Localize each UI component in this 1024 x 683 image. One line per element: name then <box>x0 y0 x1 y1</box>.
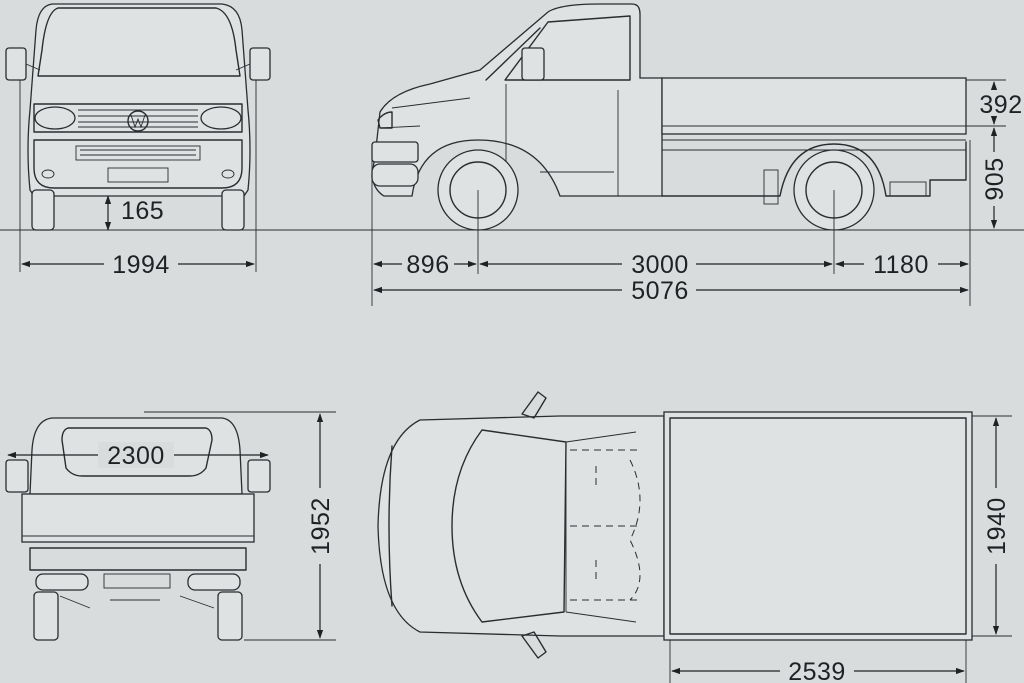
left-front-tire <box>31 189 55 231</box>
rear-window <box>61 427 213 477</box>
top-right-mirror <box>521 631 547 659</box>
label-front-overhang: 896 <box>406 251 449 279</box>
right-headlight <box>200 106 242 130</box>
left-mirror <box>5 47 27 81</box>
brand-logo <box>127 110 149 132</box>
left-headlight <box>34 106 76 130</box>
rear-bed-panel <box>21 493 255 543</box>
side-mirror <box>521 47 545 81</box>
label-bed-floor-height: 905 <box>981 157 1009 200</box>
top-cargo-bed <box>663 411 973 641</box>
label-bed-side-height: 392 <box>979 91 1022 119</box>
cargo-bed-side <box>661 77 967 135</box>
right-front-tire <box>221 189 245 231</box>
side-window <box>504 15 631 81</box>
top-view <box>377 391 1012 683</box>
label-wheelbase: 3000 <box>631 251 689 279</box>
label-ground-clearance: 165 <box>121 197 164 225</box>
label-overall-height: 1952 <box>307 497 335 555</box>
top-windshield <box>451 429 567 623</box>
dimension-labels: 1994 165 896 3000 1180 5076 392 905 2300… <box>98 90 1024 683</box>
label-bed-inner-width: 1940 <box>983 497 1011 555</box>
side-view <box>371 3 1006 306</box>
label-rear-bed-width: 2300 <box>107 442 165 470</box>
label-bed-length: 2539 <box>788 658 846 683</box>
label-overall-length: 5076 <box>631 277 689 305</box>
top-left-mirror <box>521 391 547 419</box>
front-view <box>5 3 271 272</box>
label-front-track: 1994 <box>112 251 170 279</box>
label-rear-overhang: 1180 <box>873 251 929 279</box>
right-mirror <box>249 47 271 81</box>
